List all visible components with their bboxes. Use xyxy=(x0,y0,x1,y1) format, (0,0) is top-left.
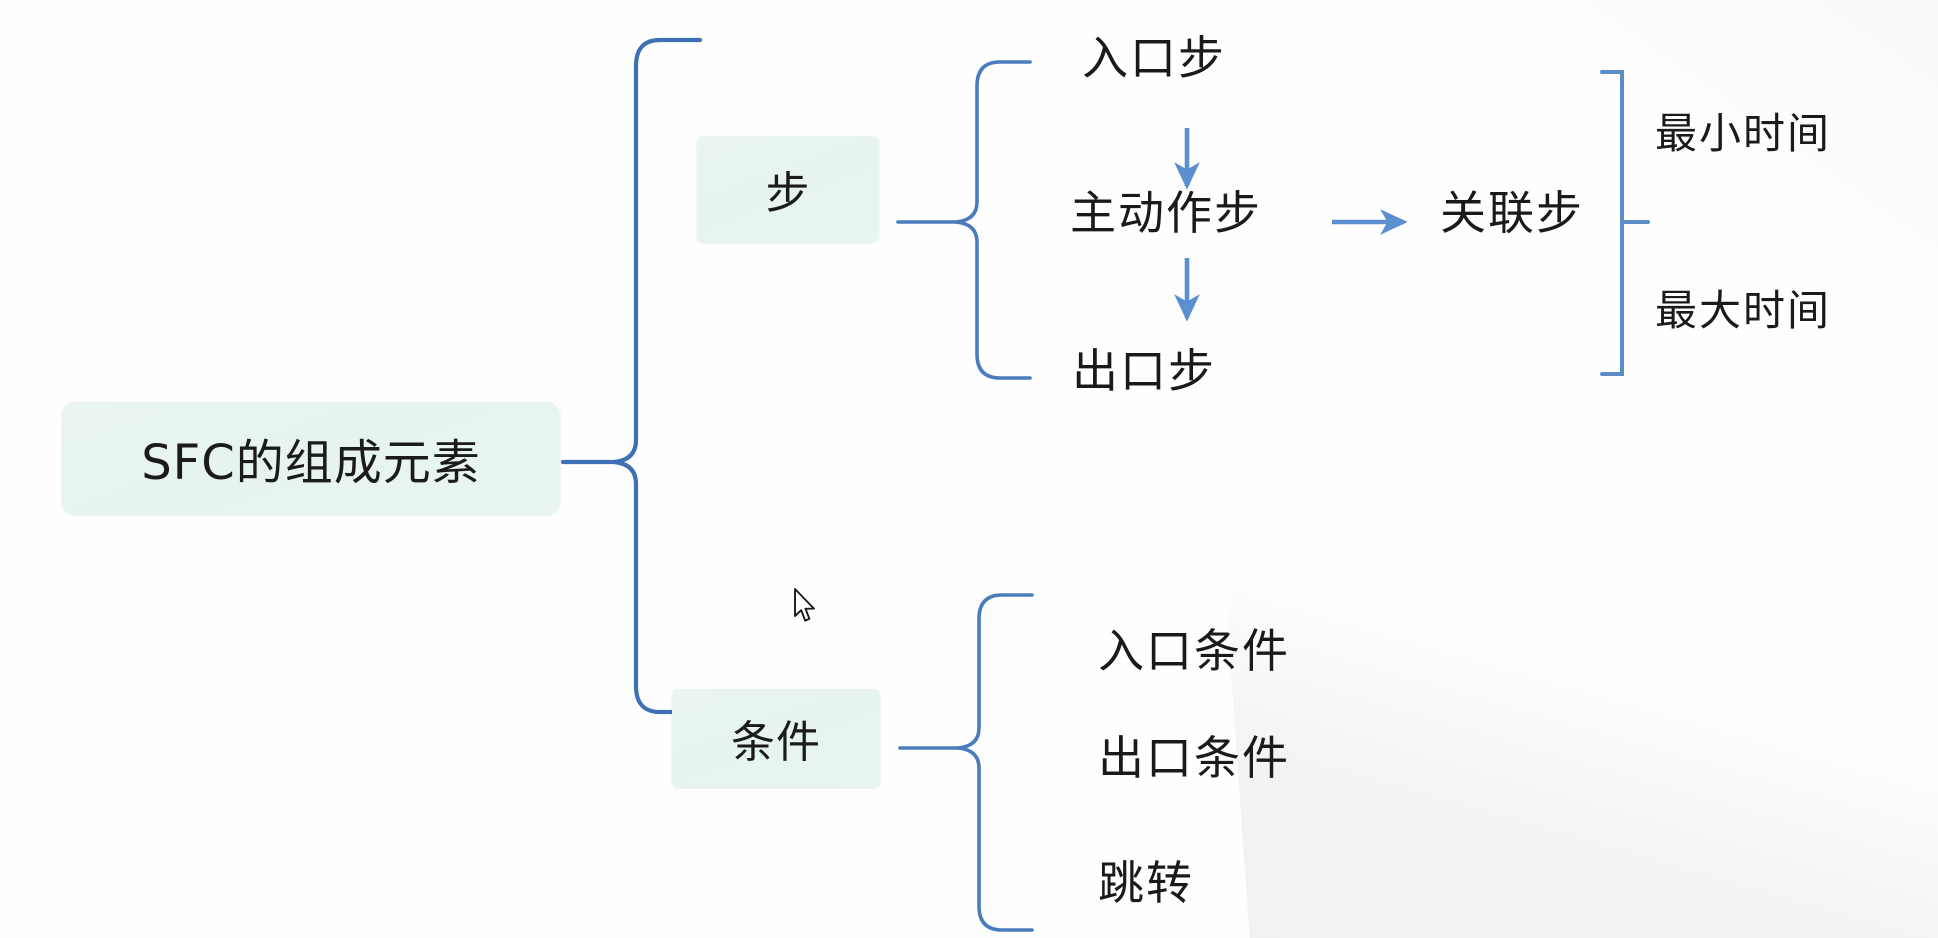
mouse-cursor-icon xyxy=(794,588,815,622)
leaf-related-step: 关联步 xyxy=(1440,186,1584,240)
branch-node-condition[interactable]: 条件 xyxy=(672,689,880,787)
leaf-exit-condition: 出口条件 xyxy=(1098,731,1290,785)
leaf-max-time: 最大时间 xyxy=(1655,286,1832,335)
main-brace xyxy=(560,37,703,715)
related-step-bracket xyxy=(1600,70,1650,376)
step-brace xyxy=(896,60,1032,380)
leaf-entry-step: 入口步 xyxy=(1082,31,1226,85)
leaf-entry-condition: 入口条件 xyxy=(1098,624,1290,678)
condition-brace xyxy=(898,593,1034,932)
leaf-jump: 跳转 xyxy=(1098,856,1194,910)
root-node-sfc-elements[interactable]: SFC的组成元素 xyxy=(62,402,560,514)
background-shade-top xyxy=(1518,0,1938,330)
leaf-exit-step: 出口步 xyxy=(1072,344,1216,398)
leaf-active-step: 主动作步 xyxy=(1070,186,1262,240)
root-node-label: SFC的组成元素 xyxy=(141,435,481,491)
background-shade-bottom xyxy=(1220,462,1938,938)
leaf-min-time: 最小时间 xyxy=(1655,109,1832,158)
branch-node-condition-label: 条件 xyxy=(731,717,821,768)
branch-node-step-label: 步 xyxy=(765,168,811,219)
branch-node-step[interactable]: 步 xyxy=(697,136,879,242)
